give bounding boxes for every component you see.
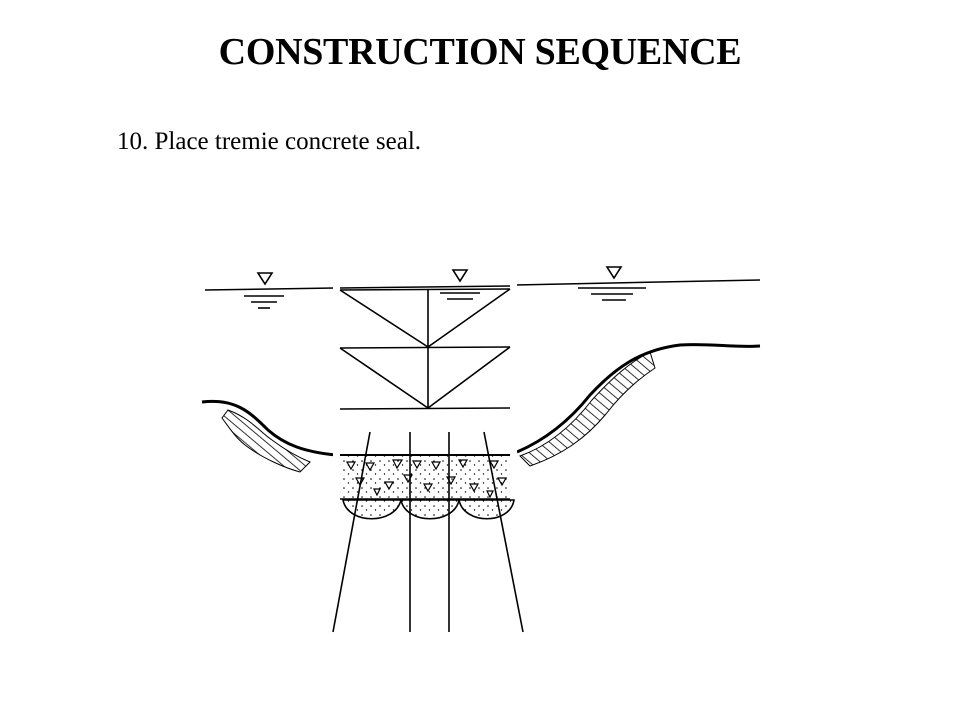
water-level-icon — [578, 266, 646, 301]
piles — [332, 431, 524, 633]
riverbed — [201, 343, 761, 473]
aggregate-icon — [345, 459, 508, 499]
water-level-icon — [244, 272, 284, 309]
slide-title: CONSTRUCTION SEQUENCE — [218, 31, 742, 73]
sheet-piles — [333, 261, 517, 560]
step-caption: 10. Place tremie concrete seal. — [117, 128, 422, 155]
tremie-concrete-seal — [340, 454, 515, 520]
water-level-icon — [440, 269, 480, 300]
bracing-frame — [339, 288, 511, 410]
water-surface — [204, 279, 761, 291]
